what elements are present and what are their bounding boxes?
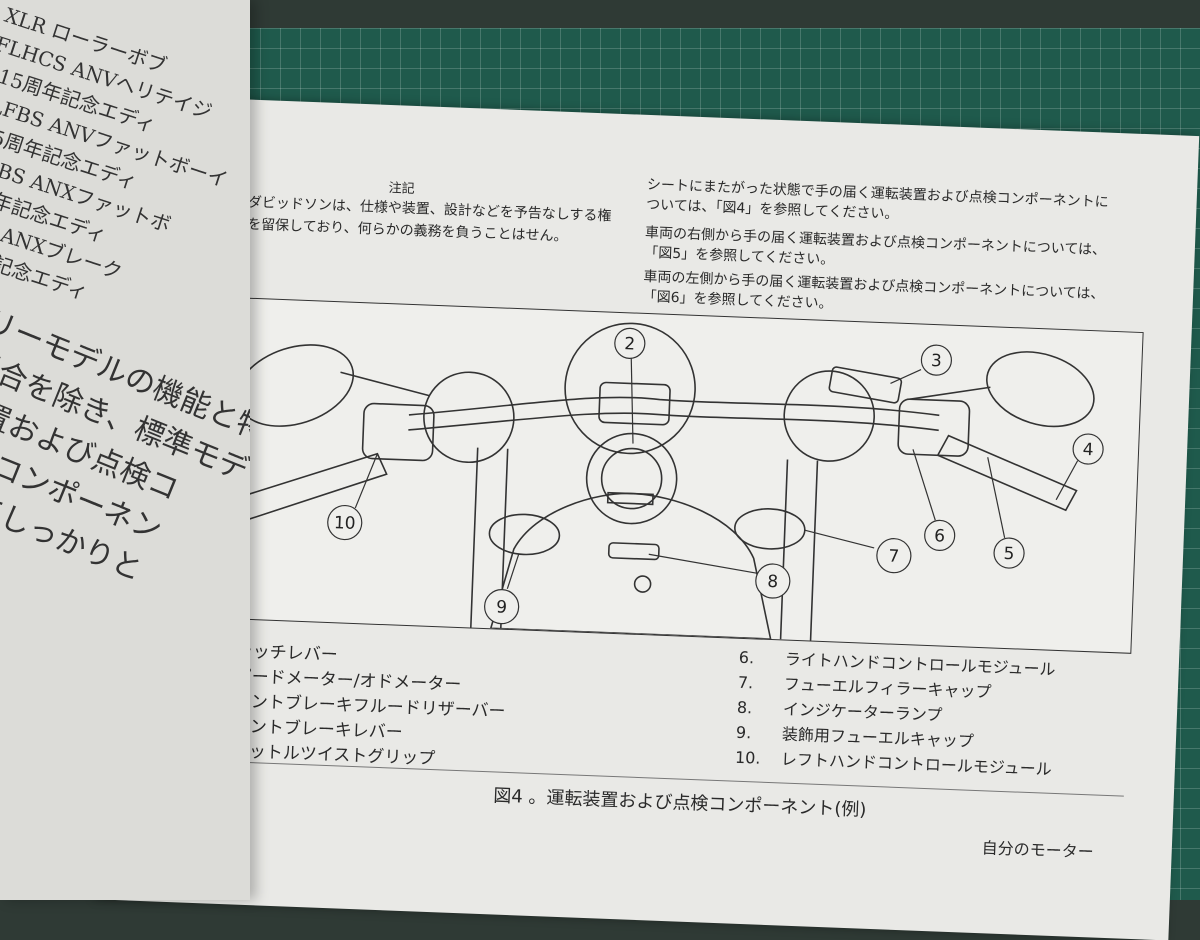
- callout-4-label: 4: [1082, 440, 1094, 460]
- callout-2-label: 2: [624, 334, 636, 354]
- legend-num: 6.: [738, 647, 755, 668]
- fuel-tank: [489, 492, 772, 640]
- right-grip: [936, 434, 1078, 512]
- fuel-filler-cap: [734, 508, 806, 550]
- note-title: 注記: [388, 181, 415, 197]
- callout-3: [920, 344, 953, 376]
- callout-8-label: 8: [767, 572, 779, 592]
- decorative-fuel-cap: [488, 513, 561, 556]
- legend-left: クラッチレバー スピードメーター/オドメーター フロントブレーキフルードリザーバ…: [214, 639, 507, 775]
- figure-caption: 図4 。運転装置および点検コンポーネント(例): [492, 785, 867, 821]
- right-switch-module: [897, 398, 971, 457]
- note-body: ーダビッドソンは、仕様や装置、設計などを予告なしする権利を留保しており、何らかの…: [232, 194, 612, 245]
- callout-3-label: 3: [931, 351, 943, 371]
- callout-9: [484, 589, 520, 625]
- left-page-list: XLR ローラーボブ FLHCS ANVヘリテイジ 115周年記念エディ FLF…: [0, 0, 250, 338]
- callout-6-label: 6: [934, 526, 946, 546]
- indicator-lamp: [607, 542, 660, 561]
- callout-2: [614, 327, 646, 359]
- right-mirror: [986, 351, 1095, 428]
- legend-num: 10.: [734, 747, 761, 768]
- callout-10: [327, 504, 363, 541]
- right-paragraph-1: シートにまたがった状態で手の届く運転装置および点検コンポーネントについては、「図…: [645, 176, 1109, 223]
- callout-7-label: 7: [888, 546, 900, 566]
- callout-9-label: 9: [496, 597, 508, 617]
- left-switch-module: [361, 402, 435, 462]
- callout-5: [993, 537, 1025, 569]
- left-page: XLR ローラーボブ FLHCS ANVヘリテイジ 115周年記念エディ FLF…: [0, 0, 250, 900]
- legend-num: 8.: [736, 697, 753, 718]
- manual-page: 注記 ーダビッドソンは、仕様や装置、設計などを予告なしする権利を留保しており、何…: [99, 95, 1200, 940]
- page-footer: 自分のモーター: [981, 838, 1095, 862]
- callout-7: [876, 538, 912, 574]
- callout-4: [1072, 433, 1104, 465]
- left-page-body: リーモデルの機能と特 場合を除き、標準モデ 装置および点検コ 点検コンポーネン …: [0, 300, 250, 616]
- legend-right: 6.ライトハンドコントロールモジュール 7.フューエルフィラーキャップ 8.イン…: [735, 645, 1056, 782]
- callout-6: [924, 519, 956, 552]
- legend-num: 9.: [735, 722, 752, 743]
- legend-label: インジケーターランプ: [782, 699, 943, 725]
- callout-5-label: 5: [1003, 544, 1015, 564]
- callout-8: [755, 563, 791, 599]
- callout-10-label: 10: [334, 513, 356, 534]
- legend-num: 7.: [737, 672, 754, 693]
- brake-reservoir: [828, 366, 903, 404]
- figure-illustration: 73: [169, 295, 1144, 654]
- motorcycle-handlebar-drawing: 1 2 3 4 5 6 7 8 9 10: [182, 322, 1104, 641]
